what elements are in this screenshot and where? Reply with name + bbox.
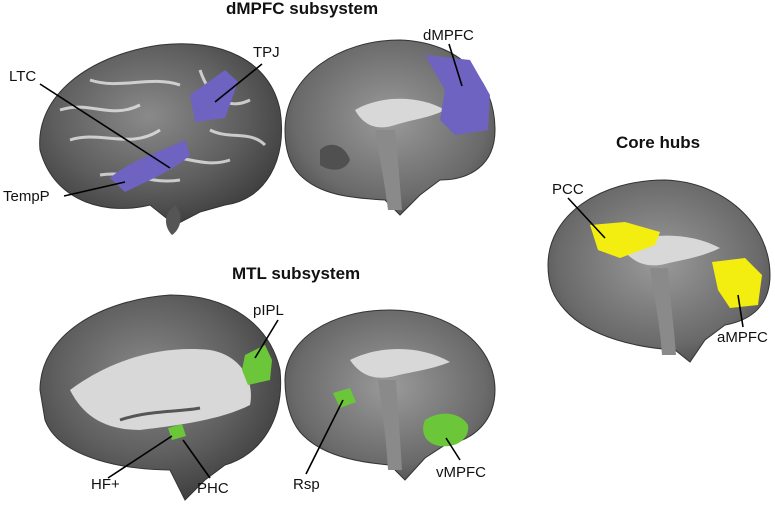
label-phc: PHC	[197, 480, 229, 497]
brain-mtl-medial	[284, 309, 496, 481]
label-pipl: pIPL	[253, 302, 284, 319]
brain-dmpfc-medial	[284, 39, 496, 216]
ampfc-region	[712, 258, 762, 308]
ltc-region	[110, 140, 190, 192]
leader-lines	[39, 43, 744, 479]
title-core-hubs: Core hubs	[616, 133, 701, 152]
tpj-region	[190, 70, 238, 122]
label-pcc: PCC	[552, 181, 584, 198]
pipl-region	[242, 345, 272, 385]
label-ampfc: aMPFC	[717, 329, 768, 346]
label-hf: HF+	[91, 476, 120, 493]
label-rsp: Rsp	[293, 476, 320, 493]
label-tpj: TPJ	[253, 44, 280, 61]
title-mtl-subsystem: MTL subsystem	[232, 264, 361, 283]
brain-mtl-lateral	[39, 294, 282, 501]
dmpfc-region	[425, 55, 490, 135]
label-dmpfc: dMPFC	[423, 27, 474, 44]
label-ltc: LTC	[9, 68, 37, 85]
label-vmpfc: vMPFC	[436, 464, 486, 481]
vmpfc-region	[423, 413, 469, 447]
brain-core-medial	[547, 179, 771, 363]
title-dmpfc-subsystem: dMPFC subsystem	[226, 0, 379, 18]
pcc-region	[590, 222, 660, 258]
rsp-region	[333, 388, 356, 408]
phc-region	[168, 424, 186, 440]
label-tempp: TempP	[3, 188, 50, 205]
brain-dmpfc-lateral	[39, 43, 282, 235]
